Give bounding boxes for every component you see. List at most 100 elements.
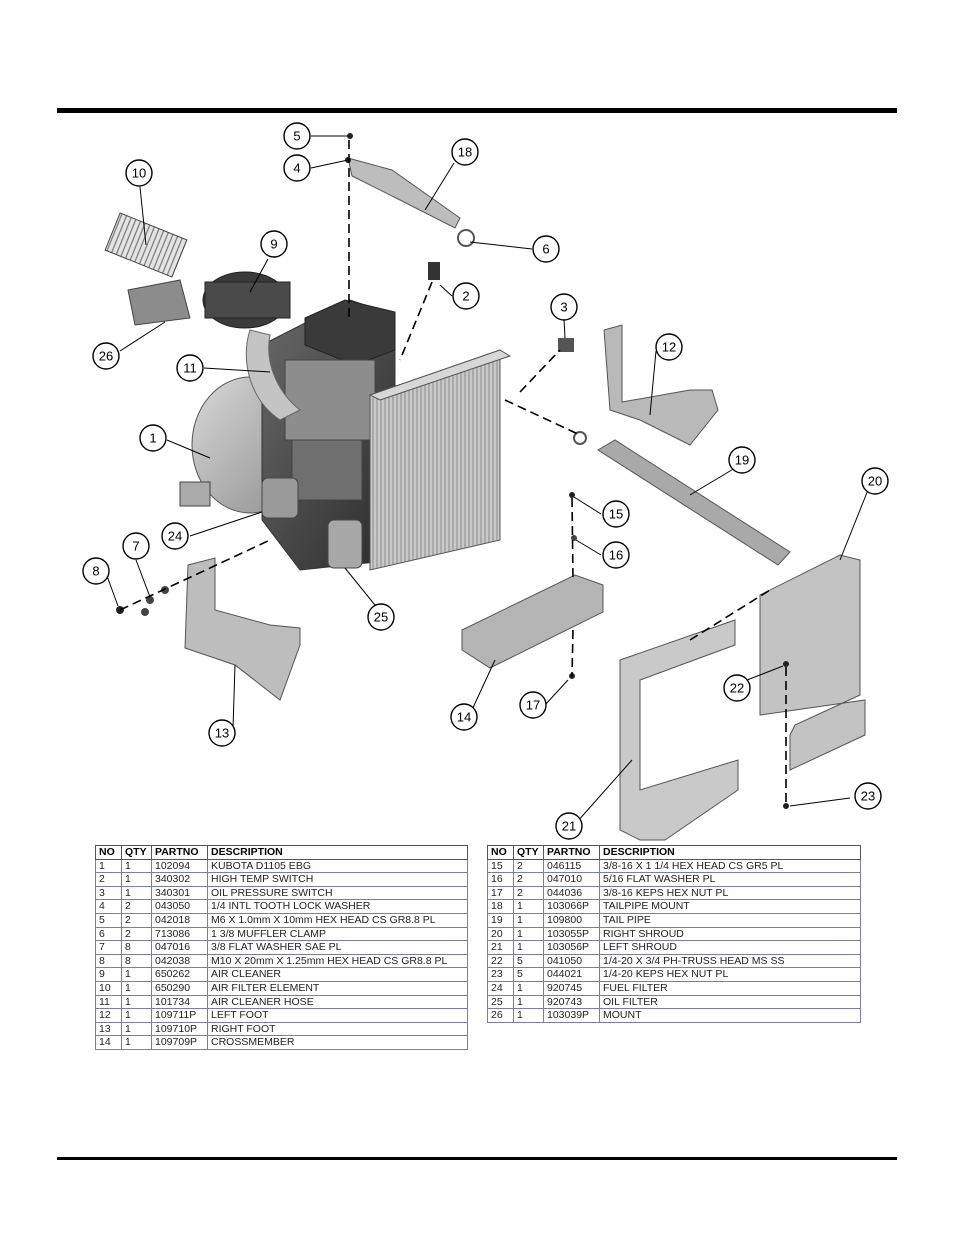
part-no-cell: 17 bbox=[487, 885, 514, 901]
qty-cell: 1 bbox=[121, 994, 152, 1010]
part-no-cell: 7 bbox=[95, 940, 122, 955]
partno-cell: 103066P bbox=[543, 899, 600, 914]
callout-17: 17 bbox=[519, 691, 547, 719]
qty-cell: 1 bbox=[121, 1035, 152, 1050]
qty-cell: 2 bbox=[121, 926, 152, 942]
svg-text:19: 19 bbox=[735, 453, 749, 468]
air-cleaner-assembly bbox=[202, 271, 301, 421]
svg-text:15: 15 bbox=[609, 507, 623, 522]
part-no-cell: 19 bbox=[487, 912, 514, 928]
partno-cell: 047016 bbox=[151, 940, 208, 955]
description-cell: 3/8 FLAT WASHER SAE PL bbox=[207, 940, 468, 955]
qty-cell: 1 bbox=[513, 926, 544, 942]
callout-14: 14 bbox=[450, 703, 478, 731]
part-no-cell: 12 bbox=[95, 1008, 122, 1023]
callout-13: 13 bbox=[208, 719, 236, 747]
callout-18: 18 bbox=[451, 138, 479, 166]
mount-drawing bbox=[127, 279, 191, 326]
partno-cell: 101734 bbox=[151, 994, 208, 1010]
col-qty: QTY bbox=[121, 845, 152, 860]
description-cell: 3/8-16 X 1 1/4 HEX HEAD CS GR5 PL bbox=[599, 858, 861, 874]
callout-9: 9 bbox=[260, 230, 288, 258]
partno-cell: 103055P bbox=[543, 926, 600, 942]
part-no-cell: 8 bbox=[95, 953, 122, 969]
exploded-parts-diagram: 1 2 3 4 5 6 7 8 9 10 11 12 13 14 15 16 1… bbox=[82, 122, 889, 841]
qty-cell: 1 bbox=[121, 1008, 152, 1023]
qty-cell: 1 bbox=[513, 1008, 544, 1023]
qty-cell: 1 bbox=[121, 1021, 152, 1037]
part-no-cell: 22 bbox=[487, 953, 514, 969]
partno-cell: 109800 bbox=[543, 912, 600, 928]
part-no-cell: 15 bbox=[487, 858, 514, 874]
callout-10: 10 bbox=[125, 159, 153, 187]
part-no-cell: 9 bbox=[95, 967, 122, 982]
callout-11: 11 bbox=[176, 354, 204, 382]
col-description: DESCRIPTION bbox=[207, 845, 468, 860]
callout-4: 4 bbox=[283, 154, 311, 182]
partno-cell: 042018 bbox=[151, 912, 208, 928]
callout-1: 1 bbox=[139, 424, 167, 452]
qty-cell: 1 bbox=[121, 858, 152, 874]
partno-cell: 044036 bbox=[543, 885, 600, 901]
description-cell: FUEL FILTER bbox=[599, 980, 861, 996]
description-cell: AIR FILTER ELEMENT bbox=[207, 980, 468, 996]
callout-6: 6 bbox=[532, 235, 560, 263]
svg-text:9: 9 bbox=[270, 237, 277, 252]
description-cell: 3/8-16 KEPS HEX NUT PL bbox=[599, 885, 861, 901]
description-cell: 1/4-20 KEPS HEX NUT PL bbox=[599, 967, 861, 982]
qty-cell: 1 bbox=[121, 980, 152, 996]
part-no-cell: 16 bbox=[487, 872, 514, 887]
svg-text:13: 13 bbox=[215, 726, 229, 741]
part-no-cell: 24 bbox=[487, 980, 514, 996]
left-foot-drawing bbox=[603, 324, 719, 446]
part-no-cell: 6 bbox=[95, 926, 122, 942]
svg-text:4: 4 bbox=[293, 161, 300, 176]
tailpipe-mount-drawing bbox=[347, 157, 461, 229]
description-cell: 1/4 INTL TOOTH LOCK WASHER bbox=[207, 899, 468, 914]
part-no-cell: 4 bbox=[95, 899, 122, 914]
qty-cell: 1 bbox=[513, 994, 544, 1010]
svg-text:12: 12 bbox=[662, 340, 676, 355]
svg-text:3: 3 bbox=[560, 300, 567, 315]
svg-text:24: 24 bbox=[168, 529, 182, 544]
partno-cell: 650290 bbox=[151, 980, 208, 996]
callout-5: 5 bbox=[283, 122, 311, 150]
footer-rule bbox=[57, 1157, 897, 1160]
partno-cell: 047010 bbox=[543, 872, 600, 887]
svg-text:22: 22 bbox=[730, 681, 744, 696]
partno-cell: 044021 bbox=[543, 967, 600, 982]
partno-cell: 103056P bbox=[543, 940, 600, 955]
callout-2: 2 bbox=[452, 282, 480, 310]
callout-24: 24 bbox=[161, 522, 189, 550]
qty-cell: 1 bbox=[513, 980, 544, 996]
partno-cell: 109709P bbox=[151, 1035, 208, 1050]
callout-16: 16 bbox=[602, 541, 630, 569]
partno-cell: 920745 bbox=[543, 980, 600, 996]
callout-7: 7 bbox=[122, 532, 150, 560]
col-qty: QTY bbox=[513, 845, 544, 860]
header-rule bbox=[57, 108, 897, 113]
svg-text:7: 7 bbox=[132, 539, 139, 554]
part-no-cell: 21 bbox=[487, 940, 514, 955]
description-cell: 1 3/8 MUFFLER CLAMP bbox=[207, 926, 468, 942]
part-no-cell: 1 bbox=[95, 858, 122, 874]
description-cell: MOUNT bbox=[599, 1008, 861, 1023]
col-partno: PARTNO bbox=[543, 845, 600, 860]
part-no-cell: 14 bbox=[95, 1035, 122, 1050]
description-cell: AIR CLEANER bbox=[207, 967, 468, 982]
